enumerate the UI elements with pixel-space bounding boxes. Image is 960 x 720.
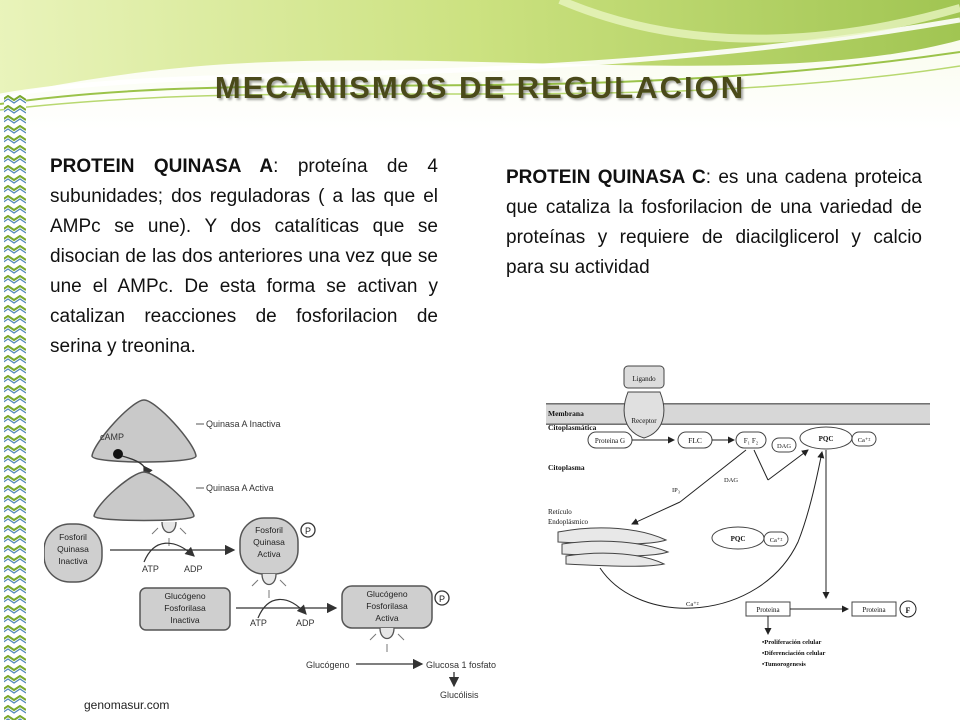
ca-release-label: Ca⁺² [686, 601, 699, 608]
fosfo-active-site [261, 573, 277, 586]
slide-title: MECANISMOS DE REGULACION [214, 70, 746, 105]
glycogen-label: Glucógeno [306, 660, 350, 670]
gluco-inactive-line1: Glucógeno [164, 591, 205, 601]
gluco-active-line2: Fosforilasa [366, 601, 408, 611]
adp-label-2: ADP [296, 618, 315, 628]
pka-cascade-diagram: Quinasa A Inactiva cAMP Quinasa A Activa… [44, 392, 500, 702]
protein-kinase-c-text: PROTEIN QUINASA C: es una cadena proteic… [506, 163, 922, 283]
calcium-release-arrow [599, 451, 825, 609]
fosfo-activity-rays [251, 579, 287, 598]
glucose-label: Glucosa 1 fosfato [426, 660, 496, 670]
dag-to-pkc-arrow [767, 449, 809, 481]
er-label-line1: Retículo [548, 508, 572, 516]
kinase-a-active-shape [93, 471, 195, 522]
protein-phosphorylated-label: Proteina [862, 606, 886, 614]
gluco-active-site [379, 627, 395, 640]
membrane-label: Membrana [548, 409, 584, 418]
receptor-shape [623, 391, 665, 439]
adp-label-1: ADP [184, 564, 203, 574]
camp-molecule [113, 449, 123, 459]
phosphate-badge-2 [434, 590, 450, 606]
er-label-line2: Endoplásmico [548, 518, 589, 526]
gluco-inactive-line2: Fosforilasa [164, 603, 206, 613]
outcome-proliferation: •Proliferación celular [762, 639, 821, 646]
ca-cytoplasm-label: Ca⁺² [770, 537, 783, 544]
activity-rays [151, 527, 187, 546]
flc-label: FLC [688, 436, 702, 445]
phosphate-badge-2-label: P [439, 594, 445, 604]
protein-substrate-label: Proteina [756, 606, 780, 614]
ca-membrane-label: Ca⁺² [858, 437, 871, 444]
g-protein-label: Proteina G [595, 437, 625, 445]
phosphate-f-badge [899, 600, 917, 618]
phosphorylase-kinase-inactive-shape [44, 523, 103, 583]
ca-membrane-shape [851, 431, 877, 447]
decorative-header-swoosh [0, 0, 960, 130]
membrane-band [546, 404, 930, 424]
pkc-body: : es una cadena proteica que cataliza la… [506, 167, 923, 278]
camp-label: cAMP [100, 432, 124, 442]
phosphate-f-label: F [906, 606, 911, 615]
pkc-pathway-diagram: Membrana Citoplasmática Ligando Receptor… [540, 352, 940, 678]
phosphate-badge-1-label: P [305, 526, 311, 536]
ca-cytoplasm-shape [763, 531, 789, 547]
pkc-cytoplasm-label: PQC [731, 535, 746, 543]
cytoplasmic-label: Citoplasmática [548, 423, 597, 432]
pkc-membrane-label: PQC [819, 435, 834, 443]
atp-label-2: ATP [250, 618, 267, 628]
receptor-label: Receptor [631, 417, 657, 425]
pka-body: : proteína de 4 subunidades; dos regulad… [50, 156, 439, 357]
f1f2-label: F₁ F₂ [744, 437, 759, 445]
outcome-differentiation: •Diferenciación celular [762, 650, 825, 657]
pka-heading: PROTEIN QUINASA A [50, 156, 274, 177]
kinase-a-inactive-shape [91, 399, 197, 463]
pkc-heading: PROTEIN QUINASA C [506, 167, 706, 188]
ip3-line [679, 449, 747, 503]
ligand-shape [623, 365, 665, 389]
ligand-label: Ligando [632, 375, 656, 383]
f1f2-shape [735, 431, 767, 449]
phosphate-badge-1 [300, 522, 316, 538]
footer-source: genomasur.com [84, 698, 170, 712]
gluco-inactive-line3: Inactiva [170, 615, 200, 625]
atp-adp-curve-1 [143, 542, 195, 563]
dag-membrane-label: DAG [777, 443, 791, 450]
glycolysis-label: Glucólisis [440, 690, 479, 700]
kinase-a-active-label: Quinasa A Activa [206, 483, 274, 493]
outcome-tumorigenesis: •Tumorogenesis [762, 661, 806, 668]
ip3-to-er-arrow [631, 501, 681, 525]
dag-split-line [753, 449, 769, 481]
ip3-label: IP₃ [672, 487, 680, 494]
dag-cytoplasm-label: DAG [724, 477, 738, 484]
endoplasmic-reticulum-shape [557, 527, 670, 567]
gluco-activity-rays [369, 633, 405, 652]
fosfo-active-line3: Activa [257, 549, 280, 559]
fosfo-inactive-line2: Quinasa [57, 544, 89, 554]
decorative-left-border [4, 95, 26, 720]
active-site-shape [161, 521, 177, 534]
atp-adp-curve-2 [257, 598, 307, 619]
glycogen-phosphorylase-inactive-shape [139, 587, 231, 631]
protein-phosphorylated-shape [851, 601, 897, 617]
fosfo-inactive-line1: Fosforil [59, 532, 87, 542]
atp-label-1: ATP [142, 564, 159, 574]
dag-membrane-shape [771, 437, 797, 453]
kinase-a-inactive-label: Quinasa A Inactiva [206, 419, 281, 429]
fosfo-active-line2: Quinasa [253, 537, 285, 547]
fosfo-inactive-line3: Inactiva [58, 556, 88, 566]
protein-kinase-a-text: PROTEIN QUINASA A: proteína de 4 subunid… [50, 152, 438, 362]
gluco-active-line1: Glucógeno [366, 589, 407, 599]
gluco-active-line3: Activa [375, 613, 398, 623]
cytoplasm-label: Citoplasma [548, 463, 585, 472]
fosfo-active-line1: Fosforil [255, 525, 283, 535]
